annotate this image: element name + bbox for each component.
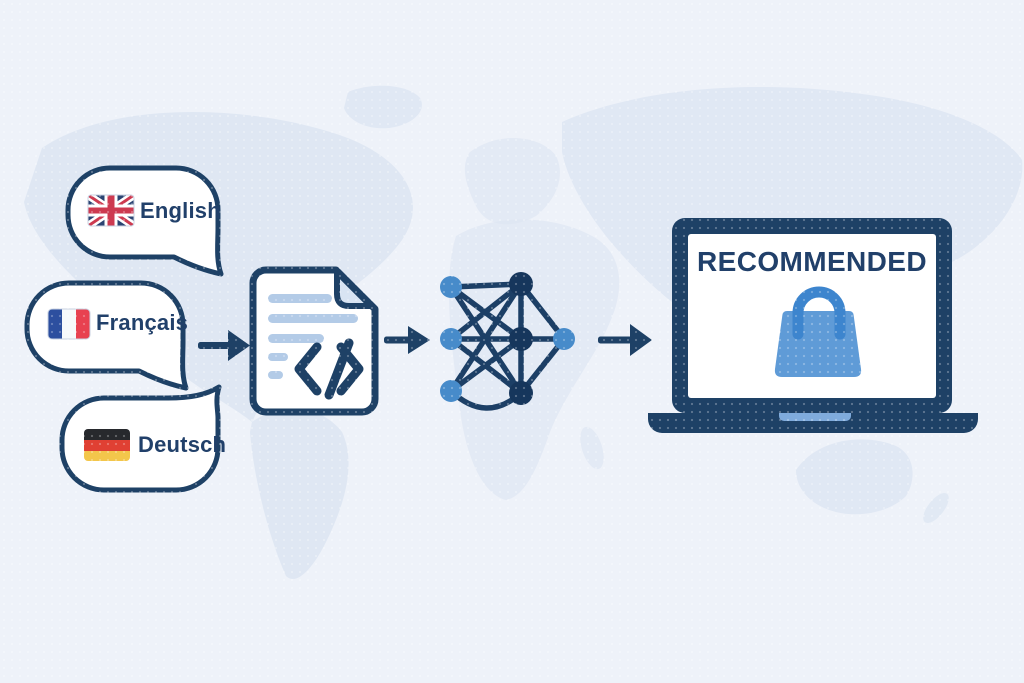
flow-arrow-1 <box>198 330 250 361</box>
map-south-america <box>250 408 349 579</box>
map-australia <box>796 439 913 515</box>
language-label-english: English <box>140 198 221 223</box>
code-icon <box>294 338 364 400</box>
map-madagascar <box>580 426 604 470</box>
speech-bubble-english <box>65 165 224 277</box>
network-input-nodes <box>440 276 462 402</box>
laptop-icon <box>648 218 978 433</box>
map-new-zealand <box>923 492 949 524</box>
flow-arrow-3 <box>598 324 652 356</box>
map-africa <box>448 219 620 500</box>
france-flag-icon <box>47 308 91 340</box>
flow-arrow-2 <box>384 326 430 354</box>
laptop-base <box>648 413 978 433</box>
shopping-bag-handle <box>792 286 846 340</box>
language-label-deutsch: Deutsch <box>138 432 227 457</box>
laptop-base-notch <box>779 413 851 421</box>
map-greenland <box>344 85 422 129</box>
uk-flag-icon <box>87 194 135 227</box>
speech-bubble-deutsch-shape <box>59 384 222 493</box>
shopping-bag-icon <box>774 286 862 377</box>
document-text-lines <box>268 294 358 379</box>
recommended-title: RECOMMENDED <box>697 246 927 277</box>
network-hidden-nodes <box>509 272 533 405</box>
document-fold-corner <box>334 269 374 309</box>
speech-bubble-deutsch <box>59 384 222 493</box>
speech-bubble-francais <box>24 280 189 391</box>
language-label-francais: Français <box>96 310 189 335</box>
neural-network-icon <box>440 272 575 411</box>
code-document-icon <box>249 266 379 416</box>
network-output-node <box>553 328 575 350</box>
germany-flag-icon <box>84 429 130 461</box>
shopping-bag-body <box>774 311 862 377</box>
map-europe <box>464 138 560 225</box>
